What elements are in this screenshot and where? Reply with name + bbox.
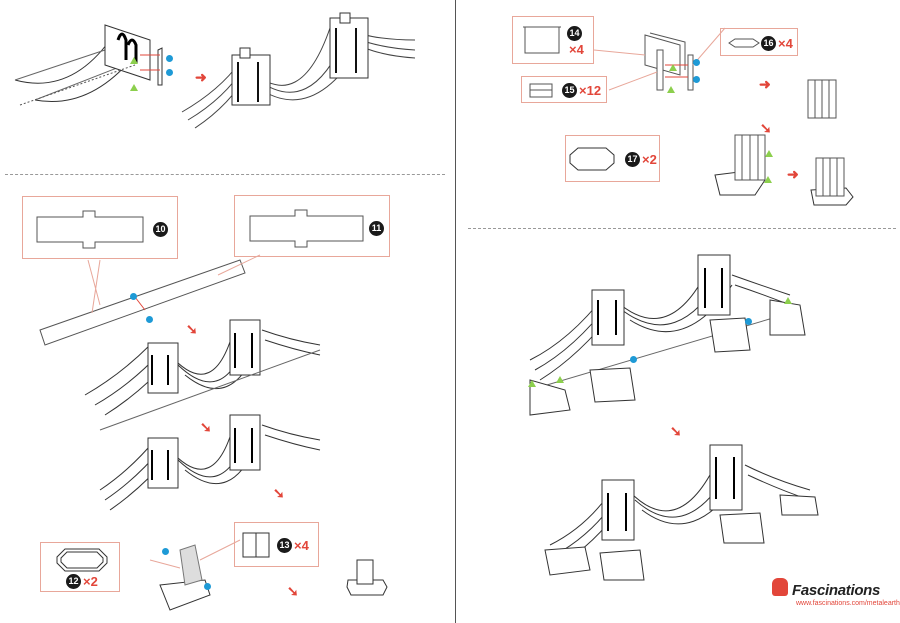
next-step-arrow: ➘ [273,485,285,501]
next-step-arrow: ➜ [195,69,207,85]
connector-dot [693,59,700,66]
part-12-outline [56,548,108,572]
pier-result [810,157,854,206]
final-bridge-diagram [544,444,819,581]
tower-leg-result [807,79,837,119]
callout-part-17: 17×2 [565,135,660,182]
brand-logo: Fascinations www.fascinations.com/metale… [772,578,900,607]
next-step-arrow: ➘ [186,321,198,337]
part-quantity: ×4 [778,36,793,52]
part-quantity: ×12 [579,83,602,99]
pier-assembly-diagram [714,134,766,196]
connector-dot [630,356,637,363]
brand-name: Fascinations [792,582,881,599]
part-14-outline [523,26,561,54]
section-divider-left [5,174,445,175]
connector-dot [204,583,211,590]
connector-dot [166,69,173,76]
step-1-right-diagram [181,12,416,129]
callout-part-16: 16×4 [720,28,798,56]
alignment-triangle [667,86,675,93]
callout-part-14: 14 ×4 [512,16,594,64]
callout-part-15: 15×12 [521,76,607,103]
callout-part-10: 10 [22,196,178,259]
part-number-badge: 17 [625,152,640,168]
section-divider-right [468,228,896,229]
part-number-badge: 11 [369,221,384,237]
part-quantity: ×4 [569,42,584,57]
alignment-triangle [669,64,677,71]
connector-dot [130,293,137,300]
next-step-arrow: ➘ [200,419,212,435]
callout-part-12: 12×2 [40,542,120,592]
part-17-outline [569,147,615,171]
bridge-with-deck-diagram [84,319,321,431]
next-step-arrow: ➜ [787,166,799,182]
brand-mascot-icon [772,578,788,596]
step-1-left-diagram [14,24,163,106]
next-step-arrow: ➘ [670,423,682,439]
alignment-triangle [764,176,772,183]
part-11-outline [249,209,364,248]
part-quantity: ×4 [294,538,309,554]
page-divider-vertical [455,0,456,623]
part-number-badge: 12 [66,574,81,590]
part-quantity: ×2 [642,152,657,168]
part-10-outline [36,210,144,249]
connector-dot [166,55,173,62]
part-number-badge: 14 [567,26,582,42]
connector-dot [745,318,752,325]
brand-url[interactable]: www.fascinations.com/metalearth [796,600,900,607]
part-number-badge: 10 [153,222,168,238]
next-step-arrow: ➜ [759,76,771,92]
base-assembly-diagram [149,539,241,611]
completed-span-diagram [99,414,321,511]
pier-base-result [346,559,388,596]
tower-leg-assembly-diagram [593,27,726,91]
alignment-triangle [556,376,564,383]
connector-dot [146,316,153,323]
part-15-outline [529,83,553,98]
alignment-triangle [130,57,138,64]
part-13-outline [242,532,270,558]
alignment-triangle [130,84,138,91]
part-number-badge: 16 [761,36,776,52]
connector-dot [693,76,700,83]
part-16-outline [728,38,760,48]
alignment-triangle [528,380,536,387]
final-assembly-exploded-diagram [529,254,806,416]
part-number-badge: 13 [277,538,292,554]
next-step-arrow: ➘ [287,583,299,599]
alignment-triangle [765,150,773,157]
next-step-arrow: ➘ [760,120,772,136]
callout-part-13: 13×4 [234,522,319,567]
part-number-badge: 15 [562,83,577,99]
part-quantity: ×2 [83,574,98,590]
deck-assembly-diagram [39,254,261,346]
callout-part-11: 11 [234,195,390,257]
alignment-triangle [784,297,792,304]
connector-dot [162,548,169,555]
